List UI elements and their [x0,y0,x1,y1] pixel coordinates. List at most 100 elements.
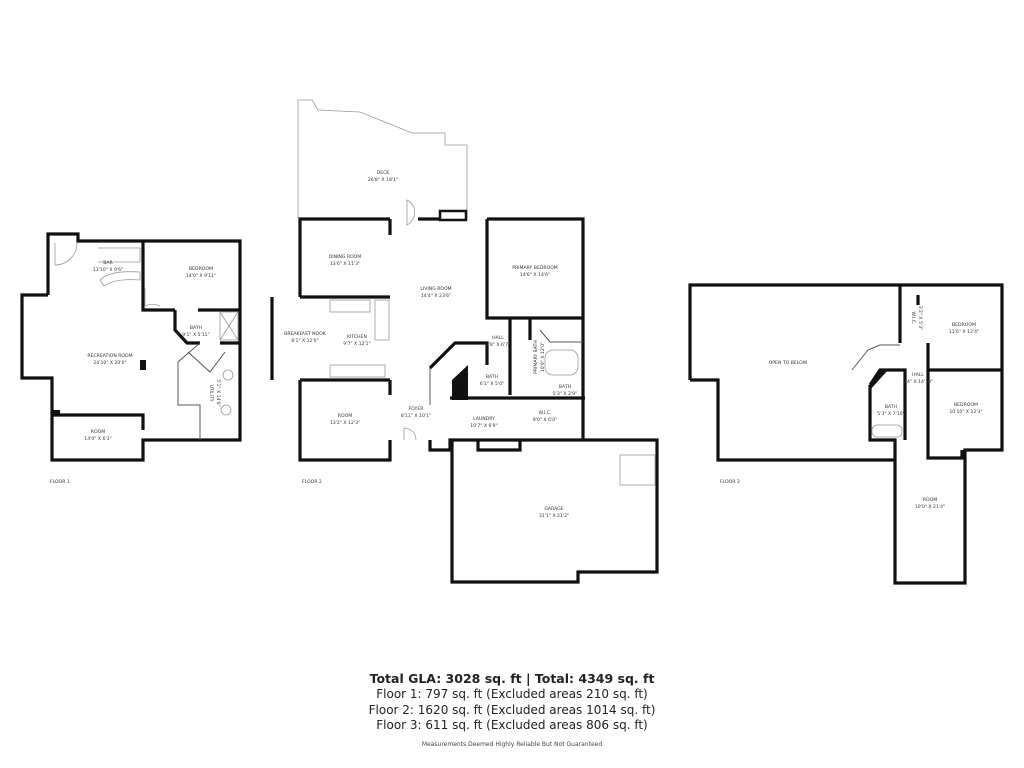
room-name: BATH [190,325,202,331]
room-dims: 10'9" X 12'0" [540,342,546,372]
svg-text:11'6" X 12'4": 11'6" X 12'4" [949,329,979,335]
svg-text:8'1" X 12'0": 8'1" X 12'0" [291,338,318,344]
svg-text:BATH: BATH [486,374,498,380]
room-dims: 14'6" X 14'6" [520,272,550,278]
svg-text:5'3" X 7'10": 5'3" X 7'10" [877,411,904,417]
room-name: HALL [492,335,504,341]
room-name: BATH [559,384,571,390]
svg-text:PRIMARY BEDROOM: PRIMARY BEDROOM [512,265,558,271]
room-dims: 5'3" X 2'9" [553,391,578,397]
svg-text:9'1" X 5'11": 9'1" X 5'11" [182,332,209,338]
room-name: ROOM [91,429,105,435]
room-dims: 14'0" X 9'11" [186,273,216,279]
room-name: UTILITY [208,384,214,401]
disclaimer: Measurements Deemed Highly Reliable But … [421,740,603,748]
room-name: GARAGE [544,506,563,512]
room-dims: 14'4" X 23'6" [421,293,451,299]
room-dims: 13'2" X 12'3" [330,420,360,426]
svg-text:DINING ROOM: DINING ROOM [329,254,362,260]
svg-text:ROOM: ROOM [923,497,937,503]
room-name: OPEN TO BELOW [769,360,808,366]
room-name: PRIMARY BEDROOM [512,265,558,271]
room-dims: 9'1" X 5'11" [182,332,209,338]
svg-text:10'7" X 6'9": 10'7" X 6'9" [470,423,497,429]
svg-text:BATH: BATH [190,325,202,331]
svg-text:BATH: BATH [885,404,897,410]
floor-3-area: Floor 3: 611 sq. ft (Excluded areas 806 … [376,718,648,732]
room-name: PRIMARY BATH [533,340,539,374]
svg-text:FOYER: FOYER [409,406,425,412]
room-name: KITCHEN [347,334,367,340]
svg-text:5'1" X 14'6": 5'1" X 14'6" [215,379,221,406]
area-summary: Total GLA: 3028 sq. ft | Total: 4349 sq.… [0,671,1024,748]
room-dims: 3'8" X 6'7" [486,342,511,348]
total-area: Total GLA: 3028 sq. ft | Total: 4349 sq.… [369,671,655,686]
svg-text:10'9" X 12'0": 10'9" X 12'0" [540,342,546,372]
svg-text:LAUNDRY: LAUNDRY [473,416,495,422]
room-dims: 8'1" X 12'0" [291,338,318,344]
svg-text:31'1" X 21'2": 31'1" X 21'2" [539,513,569,519]
svg-text:3'2" X 5'3": 3'2" X 5'3" [917,306,923,331]
svg-text:3'8" X 6'7": 3'8" X 6'7" [486,342,511,348]
floor-label: FLOOR 3 [720,479,740,485]
svg-text:13'10" X 9'6": 13'10" X 9'6" [93,267,123,273]
room-name: LAUNDRY [473,416,495,422]
floor-label: FLOOR 1 [50,479,70,485]
room-dims: 6'1" X 5'0" [480,381,505,387]
room-dims: 3'2" X 5'3" [917,306,923,331]
room-name: ROOM [923,497,937,503]
svg-text:BEDROOM: BEDROOM [952,322,976,328]
room-dims: 10'0" X 21'4" [915,504,945,510]
room-dims: 10'7" X 6'9" [470,423,497,429]
room-name: W.I.C. [910,312,916,325]
svg-text:13'6" X 11'3": 13'6" X 11'3" [330,261,360,267]
svg-text:RECREATION ROOM: RECREATION ROOM [87,353,132,359]
room-name: RECREATION ROOM [87,353,132,359]
room-name: W.I.C. [539,410,552,416]
svg-text:W.I.C.: W.I.C. [539,410,552,416]
svg-text:14'4" X 23'6": 14'4" X 23'6" [421,293,451,299]
svg-text:3'4" X 14'10": 3'4" X 14'10" [903,379,933,385]
svg-text:6'1" X 5'0": 6'1" X 5'0" [480,381,505,387]
room-dims: 10'10" X 12'3" [949,409,982,415]
room-dims: 13'6" X 11'3" [330,261,360,267]
svg-text:W.I.C.: W.I.C. [910,312,916,325]
svg-text:HALL: HALL [912,372,924,378]
svg-text:UTILITY: UTILITY [208,384,214,401]
floor-2-area: Floor 2: 1620 sq. ft (Excluded areas 101… [368,702,656,717]
svg-text:KITCHEN: KITCHEN [347,334,367,340]
svg-text:9'7" X 12'1": 9'7" X 12'1" [343,341,370,347]
room-dims: 13'10" X 9'6" [93,267,123,273]
svg-text:ROOM: ROOM [338,413,352,419]
room-dims: 3'4" X 14'10" [903,379,933,385]
room-name: ROOM [338,413,352,419]
room-dims: 5'3" X 7'10" [877,411,904,417]
floor-1-plan: BAR 13'10" X 9'6" BEDROOM 14'0" X 9'11" … [20,232,242,485]
svg-text:10'10" X 12'3": 10'10" X 12'3" [949,409,982,415]
svg-text:24'10" X 20'0": 24'10" X 20'0" [93,360,126,366]
svg-text:14'6" X 14'6": 14'6" X 14'6" [520,272,550,278]
svg-text:GARAGE: GARAGE [544,506,563,512]
svg-text:26'8" X 18'1": 26'8" X 18'1" [368,177,398,183]
room-name: BEDROOM [189,266,213,272]
svg-text:HALL: HALL [492,335,504,341]
room-dims: 8'11" X 10'1" [401,413,431,419]
room-dims: 26'8" X 18'1" [368,177,398,183]
floor-3-plan: OPEN TO BELOW W.I.C. 3'2" X 5'3" BEDROOM… [688,283,1004,585]
room-name: BREAKFAST NOOK [284,331,327,337]
svg-text:13'2" X 12'3": 13'2" X 12'3" [330,420,360,426]
room-name: HALL [912,372,924,378]
svg-text:BREAKFAST NOOK: BREAKFAST NOOK [284,331,327,337]
svg-text:9'0" X 6'0": 9'0" X 6'0" [533,417,558,423]
svg-text:5'3" X 2'9": 5'3" X 2'9" [553,391,578,397]
svg-text:BEDROOM: BEDROOM [189,266,213,272]
room-dims: 9'7" X 12'1" [343,341,370,347]
svg-text:14'0" X 9'11": 14'0" X 9'11" [186,273,216,279]
svg-text:LIVING ROOM: LIVING ROOM [420,286,451,292]
room-name: BATH [486,374,498,380]
room-dims: 5'1" X 14'6" [215,379,221,406]
svg-text:BAR: BAR [103,260,113,266]
room-name: LIVING ROOM [420,286,451,292]
room-dims: 9'0" X 6'0" [533,417,558,423]
